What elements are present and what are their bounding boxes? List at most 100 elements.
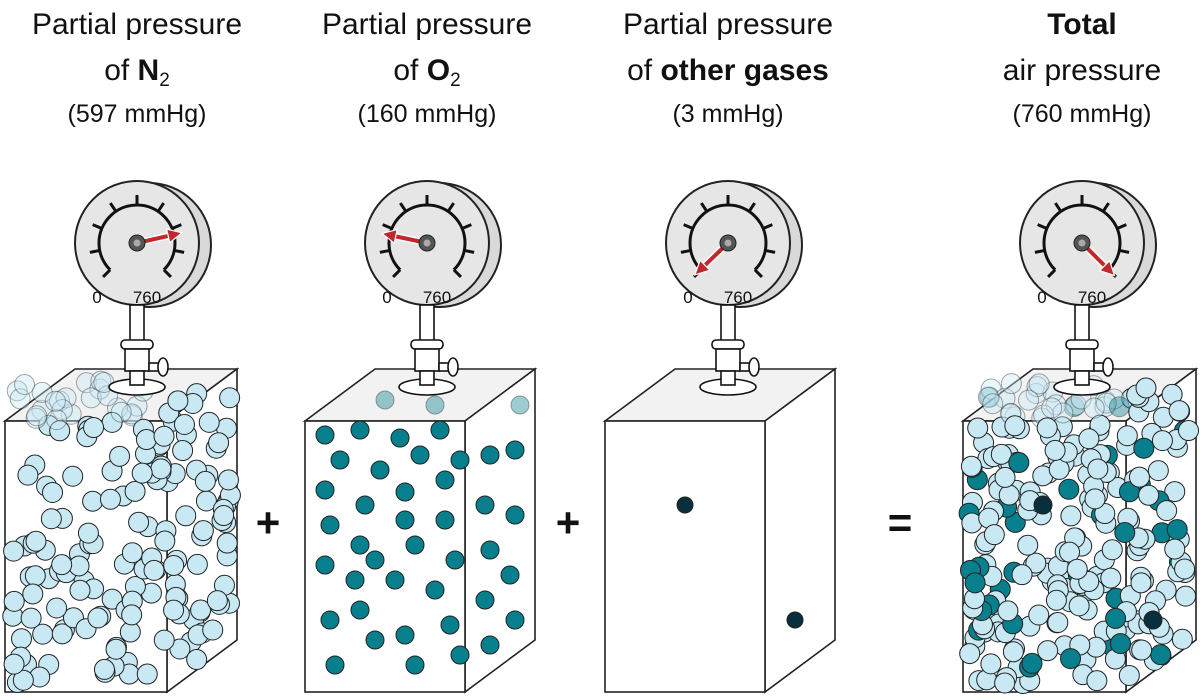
nitrogen-molecule xyxy=(153,425,175,447)
nitrogen-molecule xyxy=(1000,373,1022,395)
oxygen-molecule xyxy=(365,630,385,650)
oxygen-molecule xyxy=(500,565,520,585)
nitrogen-molecule xyxy=(136,663,158,685)
nitrogen-molecule xyxy=(1094,503,1116,525)
oxygen-molecule xyxy=(510,395,530,415)
nitrogen-molecule xyxy=(1135,377,1157,399)
nitrogen-molecule xyxy=(14,373,36,395)
gauge-tick xyxy=(700,202,709,213)
oxygen-molecule xyxy=(1109,633,1131,655)
oxygen-molecule xyxy=(480,540,500,560)
oxygen-molecule xyxy=(405,535,425,555)
nitrogen-molecule xyxy=(25,407,47,429)
nitrogen-molecule xyxy=(190,599,212,621)
gauge-tick xyxy=(1101,202,1110,213)
gauge-tick xyxy=(1046,268,1057,279)
oxygen-molecule xyxy=(1058,478,1080,500)
gauge-max-label: 760 xyxy=(1078,288,1106,307)
oxygen-molecule xyxy=(430,420,450,440)
oxygen-molecule xyxy=(1063,396,1085,418)
gauge-tick xyxy=(1118,248,1130,254)
oxygen-molecule xyxy=(395,510,415,530)
nitrogen-molecule xyxy=(3,653,25,675)
other-gas-molecule xyxy=(1143,610,1163,630)
total-title-line2: air pressure xyxy=(1002,54,1162,87)
gauge-tick xyxy=(382,223,393,230)
plus-sign: + xyxy=(255,499,281,546)
nitrogen-molecule xyxy=(1168,400,1190,422)
nitrogen-molecule xyxy=(216,532,238,554)
nitrogen-molecule xyxy=(1028,373,1050,395)
valve-ring xyxy=(410,339,444,350)
nitrogen-molecule xyxy=(167,390,189,412)
nitrogen-molecule xyxy=(109,445,131,467)
o2-title-line1: Partial pressure xyxy=(321,8,533,41)
gauge-dial-arc xyxy=(688,203,768,271)
nitrogen-molecule xyxy=(217,469,239,491)
gauge-dial-arc xyxy=(387,203,467,271)
other-pressure-value: (3 mmHg) xyxy=(672,100,784,128)
gas-container xyxy=(2,367,241,694)
nitrogen-molecule xyxy=(1026,376,1048,398)
oxygen-molecule xyxy=(355,495,375,515)
oxygen-molecule xyxy=(320,610,340,630)
nitrogen-molecule xyxy=(1164,481,1186,503)
nitrogen-molecule xyxy=(208,432,230,454)
oxygen-molecule xyxy=(435,510,455,530)
oxygen-molecule xyxy=(330,450,350,470)
nitrogen-molecule xyxy=(6,380,28,402)
nitrogen-molecule xyxy=(1002,641,1024,663)
nitrogen-molecule xyxy=(1156,500,1178,522)
gauge-max-label: 760 xyxy=(724,288,752,307)
nitrogen-molecule xyxy=(26,405,48,427)
nitrogen-molecule xyxy=(93,658,115,680)
gauge-tick xyxy=(452,268,463,279)
gas-container xyxy=(602,367,838,694)
gauge-tick xyxy=(764,248,776,254)
nitrogen-molecule xyxy=(3,590,25,612)
gauge-stem xyxy=(129,304,145,346)
oxygen-molecule xyxy=(345,570,365,590)
nitrogen-molecule xyxy=(1086,670,1108,692)
nitrogen-molecule xyxy=(1138,484,1160,506)
nitrogen-molecule xyxy=(982,393,1004,415)
gas-container xyxy=(958,367,1200,695)
nitrogen-molecule xyxy=(173,414,195,436)
n2-formula: N xyxy=(137,54,160,87)
nitrogen-molecule xyxy=(22,583,44,605)
gauge-tick xyxy=(1037,223,1048,230)
oxygen-molecule xyxy=(395,625,415,645)
gauge-min-label: 0 xyxy=(1037,288,1046,307)
nitrogen-molecule xyxy=(1037,640,1059,662)
nitrogen-molecule xyxy=(1130,572,1152,594)
nitrogen-molecule xyxy=(121,604,143,626)
nitrogen-molecule xyxy=(31,399,53,421)
valve-handle xyxy=(748,357,760,377)
oxygen-molecule xyxy=(450,450,470,470)
nitrogen-molecule xyxy=(980,378,1002,400)
nitrogen-molecule xyxy=(17,464,39,486)
valve-body xyxy=(414,348,440,372)
gas-container xyxy=(302,367,538,694)
nitrogen-molecule xyxy=(1044,439,1066,461)
nitrogen-molecule xyxy=(46,597,68,619)
nitrogen-molecule xyxy=(1171,628,1193,650)
nitrogen-molecule xyxy=(175,505,197,527)
nitrogen-molecule xyxy=(1036,417,1058,439)
other-title-line1: Partial pressure xyxy=(622,8,834,41)
nitrogen-molecule xyxy=(42,481,64,503)
nitrogen-molecule xyxy=(51,554,73,576)
nitrogen-molecule xyxy=(1174,558,1196,580)
valve-handle xyxy=(447,357,459,377)
gauge-needle-tip xyxy=(165,228,184,244)
valve-body xyxy=(1069,348,1095,372)
nitrogen-molecule xyxy=(1164,538,1186,560)
nitrogen-molecule xyxy=(198,411,220,433)
valve-handle xyxy=(157,357,169,377)
nitrogen-molecule xyxy=(69,579,91,601)
nitrogen-molecule xyxy=(1083,397,1105,419)
oxygen-molecule xyxy=(480,635,500,655)
gauge-needle-tip xyxy=(380,228,398,245)
n2-title: Partial pressure of N2 (597 mmHg) xyxy=(0,2,287,134)
